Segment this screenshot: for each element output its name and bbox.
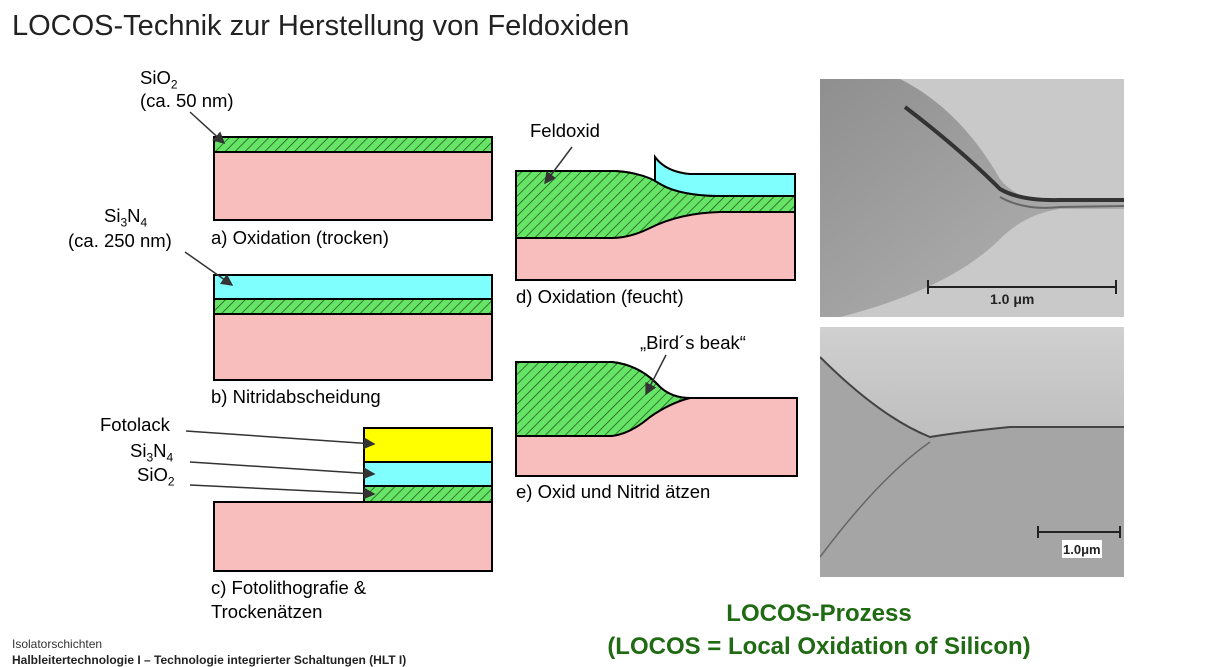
- bottom-scale-label: 1.0μm: [1063, 542, 1101, 557]
- d-field-oxide: [515, 170, 796, 239]
- c-fotolack-label: Fotolack: [100, 414, 170, 435]
- footer-topic: Isolatorschichten: [12, 637, 103, 651]
- a-sio2-label: SiO2: [140, 67, 178, 92]
- c-caption-line1: c) Fotolithografie &: [211, 577, 367, 598]
- tem-micrograph-bottom: [820, 327, 1124, 577]
- page-title: LOCOS-Technik zur Herstellung von Feldox…: [12, 10, 630, 42]
- c-substrate: [213, 501, 493, 572]
- c-resist-layer: [363, 427, 493, 463]
- e-field-oxide: [515, 361, 691, 437]
- step-d-stack: [515, 146, 796, 281]
- c-si3n4-label: Si3N4: [130, 440, 174, 465]
- a-substrate: [213, 151, 493, 221]
- c-caption-line2: Trockenätzen: [211, 601, 323, 622]
- b-thickness-label: (ca. 250 nm): [68, 230, 172, 251]
- c-oxide-layer: [363, 485, 493, 503]
- locos-definition: (LOCOS = Local Oxidation of Silicon): [607, 633, 1031, 660]
- d-nitride-layer: [654, 153, 796, 197]
- locos-headline: LOCOS-Prozess: [726, 600, 912, 627]
- a-thickness-label: (ca. 50 nm): [140, 90, 234, 111]
- step-e-stack: [515, 354, 798, 477]
- d-feldoxid-label: Feldoxid: [530, 120, 600, 141]
- e-birdsbeak-label: „Bird´s beak“: [640, 332, 746, 353]
- a-caption: a) Oxidation (trocken): [211, 227, 389, 248]
- b-caption: b) Nitridabscheidung: [211, 386, 381, 407]
- tem-micrograph-top: [820, 79, 1124, 317]
- footer-course: Halbleitertechnologie I – Technologie in…: [12, 653, 407, 667]
- e-caption: e) Oxid und Nitrid ätzen: [516, 481, 711, 502]
- b-nitride-layer: [213, 274, 493, 300]
- step-c-stack: [185, 427, 493, 572]
- step-b-stack: [184, 251, 493, 381]
- c-sio2-label: SiO2: [137, 464, 175, 489]
- c-nitride-layer: [363, 461, 493, 487]
- b-si3n4-label: Si3N4: [104, 205, 148, 230]
- step-a-stack: [189, 111, 493, 221]
- d-caption: d) Oxidation (feucht): [516, 286, 684, 307]
- a-oxide-layer: [213, 136, 493, 153]
- top-scale-label: 1.0 μm: [990, 291, 1035, 307]
- b-substrate: [213, 313, 493, 381]
- b-oxide-layer: [213, 298, 493, 315]
